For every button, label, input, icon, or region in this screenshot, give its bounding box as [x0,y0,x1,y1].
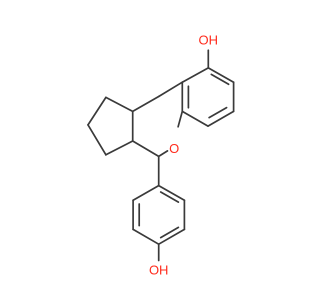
structure-canvas: OH O OH [87,32,235,278]
lower-hydroxyl-label: OH [149,263,169,278]
bond-to-ring-oxygen [157,150,169,158]
upper-hydroxyl-label: OH [199,33,219,48]
ring-oxygen-label: O [169,141,179,156]
upper-phenol-ring [181,67,235,127]
bond-from-ring-oxygen [177,110,184,128]
aromatic-double-bond [208,106,228,119]
aromatic-double-bond [210,73,230,86]
bond [132,228,160,246]
bond [157,81,184,98]
cyclopentane-ring [87,96,134,156]
chemical-structure-diagram: OH O OH [87,33,235,278]
bond [132,184,160,202]
bond [157,184,186,202]
bond [207,67,235,84]
bond [181,110,209,127]
bond [87,124,107,156]
pyran-ring [131,81,184,158]
aromatic-double-bond [159,226,180,239]
bond [181,67,210,84]
bond [87,96,107,126]
bond [157,228,186,246]
aromatic-double-bond [159,191,180,203]
bond [105,96,134,113]
lower-phenol-ring [132,184,186,246]
bond [105,140,134,156]
bond [131,140,160,158]
bond [131,95,160,113]
bond [207,110,235,127]
